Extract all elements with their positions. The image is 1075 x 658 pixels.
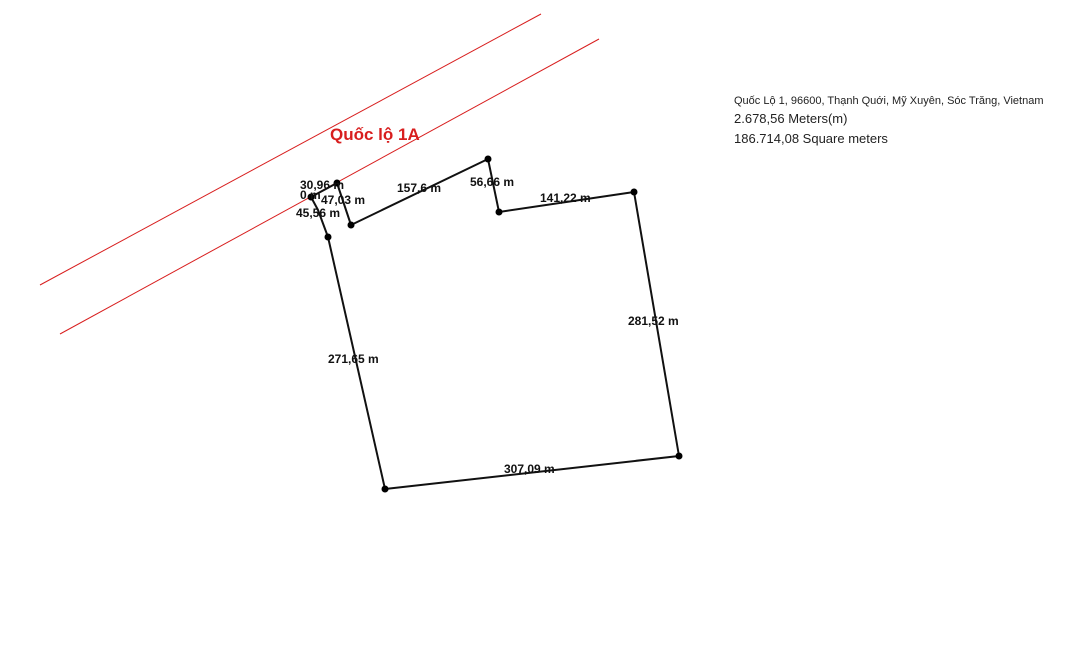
vertex[interactable]	[630, 188, 638, 196]
segment-label: 47,03 m	[321, 193, 365, 207]
vertex[interactable]	[495, 208, 503, 216]
area-text: 186.714,08 Square meters	[734, 131, 888, 146]
segment-label: 56,66 m	[470, 175, 514, 189]
vertex[interactable]	[381, 485, 389, 493]
segment-label: 30,96 m	[300, 178, 344, 192]
vertex[interactable]	[307, 193, 315, 201]
vertex[interactable]	[333, 179, 341, 187]
vertex[interactable]	[347, 221, 355, 229]
segment-label: 271,65 m	[328, 352, 379, 366]
segment-label: 157,6 m	[397, 181, 441, 195]
vertex[interactable]	[324, 233, 332, 241]
segment-label: 307,09 m	[504, 462, 555, 476]
perimeter-text: 2.678,56 Meters(m)	[734, 111, 848, 126]
segment-label: 281,52 m	[628, 314, 679, 328]
parcel-vertices	[307, 155, 683, 493]
parcel-boundary[interactable]	[310, 158, 680, 490]
segment-label: 0 m	[300, 188, 321, 202]
vertex[interactable]	[484, 155, 492, 163]
road-label: Quốc lộ 1A	[330, 125, 420, 144]
address-text: Quốc Lộ 1, 96600, Thạnh Quới, Mỹ Xuyên, …	[734, 95, 1044, 107]
road-edge-north	[39, 13, 542, 286]
segment-label: 141,22 m	[540, 191, 591, 205]
segment-label: 45,56 m	[296, 206, 340, 220]
measurement-info-panel: Quốc Lộ 1, 96600, Thạnh Quới, Mỹ Xuyên, …	[734, 93, 1044, 149]
vertex[interactable]	[675, 452, 683, 460]
